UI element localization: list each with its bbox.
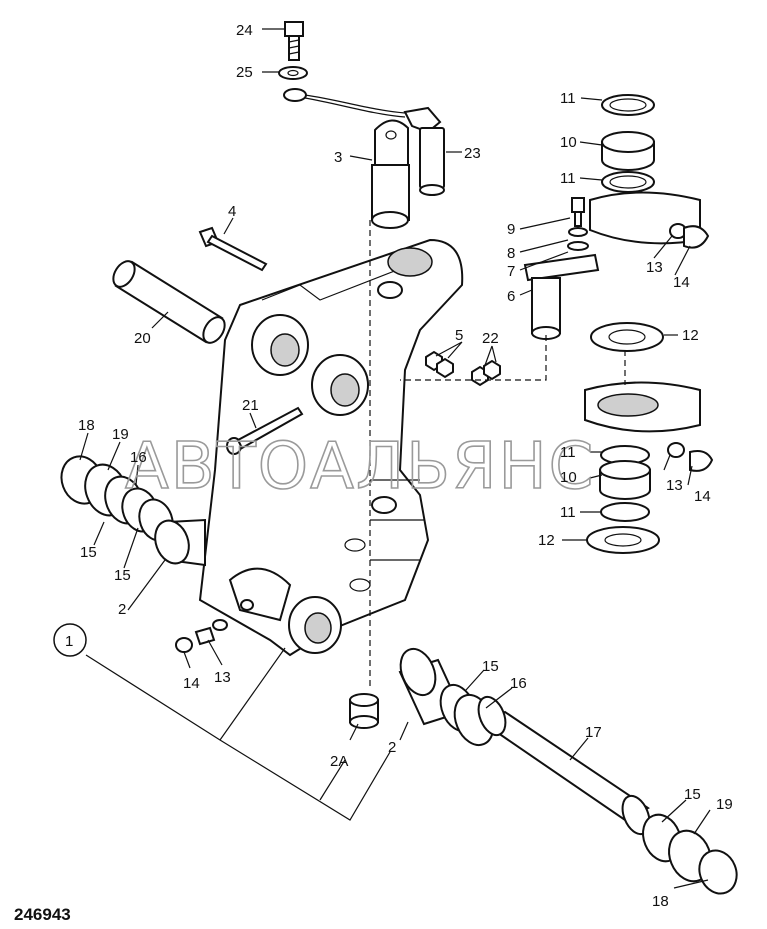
callout-14-lower: 14 xyxy=(694,488,711,505)
bolt-4 xyxy=(198,226,268,272)
callout-12-lower: 12 xyxy=(538,532,555,549)
left-bush-stack xyxy=(60,455,228,653)
callout-13-lower: 13 xyxy=(666,477,683,494)
callout-14-left: 14 xyxy=(183,675,200,692)
pin-17-assembly xyxy=(398,647,738,895)
callout-15-left-b: 15 xyxy=(114,567,131,584)
callout-25: 25 xyxy=(236,64,253,81)
callout-16-lower: 16 xyxy=(510,675,527,692)
main-bracket xyxy=(198,238,464,657)
callout-12-upper: 12 xyxy=(682,327,699,344)
callout-6: 6 xyxy=(507,288,515,305)
lower-pivot-assembly xyxy=(584,322,714,554)
callout-15-right: 15 xyxy=(684,786,701,803)
group-callout-number: 1 xyxy=(65,633,73,650)
callout-17: 17 xyxy=(585,724,602,741)
callout-21: 21 xyxy=(242,397,259,414)
callout-23: 23 xyxy=(464,145,481,162)
drawing-number: 246943 xyxy=(14,905,71,924)
watermark-text: АВТОАЛЬЯНС xyxy=(125,430,595,504)
pin-23 xyxy=(419,127,445,196)
pin-20 xyxy=(112,260,226,344)
callout-13-left: 13 xyxy=(214,669,231,686)
callout-10-top: 10 xyxy=(560,134,577,151)
callout-2-left: 2 xyxy=(118,601,126,618)
upper-pivot-assembly xyxy=(523,94,710,340)
callout-4: 4 xyxy=(228,203,236,220)
washer-25-and-cable xyxy=(278,66,442,134)
callout-11-mid: 11 xyxy=(560,170,576,187)
callout-13-upper: 13 xyxy=(646,259,663,276)
callout-9: 9 xyxy=(507,221,515,238)
callout-18-right: 18 xyxy=(652,893,669,910)
callout-15-left-a: 15 xyxy=(80,544,97,561)
callout-2A: 2A xyxy=(330,753,348,770)
callout-3: 3 xyxy=(334,149,342,166)
callout-11-top: 11 xyxy=(560,90,576,107)
callout-19-right: 19 xyxy=(716,796,733,813)
bush-2A xyxy=(349,693,379,729)
callout-11-lower: 11 xyxy=(560,444,576,461)
callout-14-upper: 14 xyxy=(673,274,690,291)
leader-lines xyxy=(79,28,711,889)
group-callout-1: 1 xyxy=(53,623,87,657)
callout-10-lower: 10 xyxy=(560,469,577,486)
callout-11-bottom: 11 xyxy=(560,504,576,521)
callout-24: 24 xyxy=(236,22,253,39)
part-callouts: 24 25 3 23 11 10 11 9 8 7 6 4 20 13 14 5… xyxy=(78,22,733,910)
bolt-21 xyxy=(226,406,304,455)
callout-5: 5 xyxy=(455,327,463,344)
callout-19-left: 19 xyxy=(112,426,129,443)
callout-7: 7 xyxy=(507,263,515,280)
callout-22: 22 xyxy=(482,330,499,347)
part-drawings xyxy=(60,21,738,895)
callout-8: 8 xyxy=(507,245,515,262)
callout-18-left: 18 xyxy=(78,417,95,434)
callout-16-left: 16 xyxy=(130,449,147,466)
pin-3 xyxy=(371,119,410,229)
callout-2-lower: 2 xyxy=(388,739,396,756)
bolt-24 xyxy=(284,21,304,61)
callout-20: 20 xyxy=(134,330,151,347)
callout-15-lower: 15 xyxy=(482,658,499,675)
